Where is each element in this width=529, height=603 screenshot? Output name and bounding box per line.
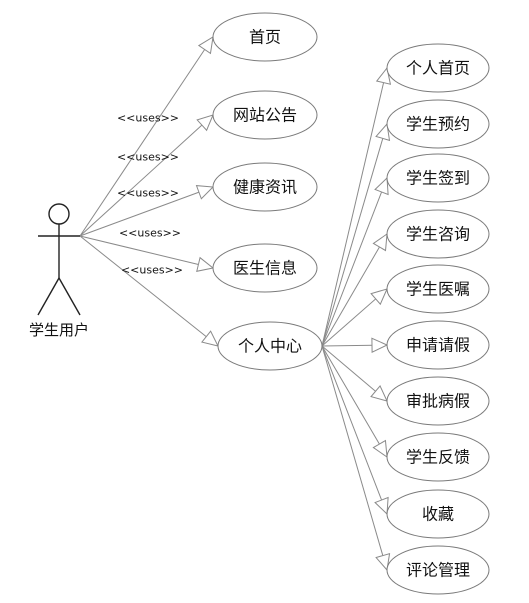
- include-edge-10-arrowhead: [375, 552, 391, 572]
- uses-edge-4-arrowhead: [196, 256, 215, 272]
- use-case-primary-3: 健康资讯: [212, 162, 318, 212]
- use-case-primary-5-ellipse: [217, 321, 323, 371]
- uses-edge-4: [79, 235, 214, 269]
- include-edge-1-arrowhead: [375, 66, 392, 85]
- uses-edge-1: [79, 36, 214, 237]
- use-case-personal-5-label: 学生医嘱: [406, 280, 470, 299]
- uses-edge-3-arrowhead: [195, 185, 215, 200]
- use-case-personal-6-ellipse: [386, 320, 490, 370]
- use-case-primary-5-label: 个人中心: [238, 337, 302, 356]
- use-case-personal-1-ellipse: [386, 43, 490, 93]
- use-case-personal-9-ellipse: [386, 489, 490, 539]
- uses-edge-5-arrowhead: [201, 330, 219, 347]
- use-case-personal-8: 学生反馈: [386, 432, 490, 482]
- use-case-primary-4-ellipse: [212, 243, 318, 293]
- include-edge-3-arrowhead: [374, 176, 389, 196]
- uses-stereotype: <<uses>>: [121, 264, 183, 277]
- use-case-personal-4: 学生咨询: [386, 209, 490, 259]
- uses-stereotype: <<uses>>: [117, 187, 179, 200]
- use-case-personal-3: 学生签到: [386, 153, 490, 203]
- use-case-personal-8-label: 学生反馈: [406, 448, 470, 467]
- uses-stereotype: <<uses>>: [119, 227, 181, 240]
- edge-layer: [79, 36, 392, 572]
- use-case-personal-7: 审批病假: [386, 376, 490, 426]
- use-case-personal-5: 学生医嘱: [386, 264, 490, 314]
- use-case-personal-1: 个人首页: [386, 43, 490, 93]
- use-case-personal-2-label: 学生预约: [406, 115, 470, 134]
- use-case-personal-10-label: 评论管理: [406, 561, 470, 580]
- use-case-personal-7-label: 审批病假: [406, 392, 470, 411]
- uses-edge-3: [79, 186, 214, 237]
- use-case-primary-1-ellipse: [212, 12, 318, 62]
- include-edge-9: [321, 345, 388, 515]
- use-case-primary-4-label: 医生信息: [233, 259, 297, 278]
- stereotype-layer: <<uses>> <<uses>> <<uses>> <<uses>> <<uses>>: [117, 112, 183, 277]
- use-case-primary-1-label: 首页: [249, 28, 281, 47]
- include-edge-4: [321, 233, 388, 347]
- use-case-primary-1: 首页: [212, 12, 318, 62]
- uses-edge-2: [79, 114, 214, 237]
- use-case-personal-9-label: 收藏: [422, 505, 454, 524]
- use-case-primary-3-label: 健康资讯: [233, 178, 297, 197]
- uses-edge-2-arrowhead: [196, 114, 214, 132]
- include-edge-4-arrowhead: [372, 232, 388, 252]
- student-actor: 学生用户: [29, 203, 89, 339]
- use-case-primary-2: 网站公告: [212, 90, 318, 140]
- uses-edge-5: [79, 235, 219, 347]
- use-case-personal-4-ellipse: [386, 209, 490, 259]
- use-case-personal-10: 评论管理: [386, 545, 490, 595]
- use-case-primary-2-label: 网站公告: [233, 106, 297, 125]
- include-edge-6-arrowhead: [371, 337, 389, 354]
- include-edge-5-arrowhead: [370, 288, 388, 306]
- use-case-personal-7-ellipse: [386, 376, 490, 426]
- use-case-personal-2-ellipse: [386, 99, 490, 149]
- include-edge-9-arrowhead: [374, 496, 389, 516]
- include-edge-8-arrowhead: [372, 439, 388, 459]
- use-case-personal-9: 收藏: [386, 489, 490, 539]
- actor-label: 学生用户: [29, 321, 89, 339]
- actor-right-leg: [58, 277, 81, 316]
- use-case-personal-3-label: 学生签到: [406, 169, 470, 188]
- actor-head: [48, 203, 70, 225]
- uses-edge-1-arrowhead: [197, 36, 214, 55]
- use-case-personal-1-label: 个人首页: [406, 59, 470, 78]
- use-case-personal-5-ellipse: [386, 264, 490, 314]
- include-edge-2-arrowhead: [375, 122, 391, 142]
- use-case-personal-6: 申请请假: [386, 320, 490, 370]
- uses-stereotype: <<uses>>: [117, 112, 179, 125]
- include-edge-2: [321, 123, 388, 347]
- include-edge-3: [321, 177, 388, 347]
- use-case-personal-10-ellipse: [386, 545, 490, 595]
- include-edge-7-arrowhead: [370, 385, 388, 402]
- use-case-personal-6-label: 申请请假: [406, 336, 470, 355]
- use-case-personal-2: 学生预约: [386, 99, 490, 149]
- include-edge-10: [321, 345, 388, 571]
- actor-left-leg: [37, 277, 60, 316]
- uses-stereotype: <<uses>>: [117, 151, 179, 164]
- use-case-primary-2-ellipse: [212, 90, 318, 140]
- use-case-personal-4-label: 学生咨询: [406, 225, 470, 244]
- use-case-personal-8-ellipse: [386, 432, 490, 482]
- include-edge-1: [321, 67, 388, 347]
- use-case-personal-3-ellipse: [386, 153, 490, 203]
- use-case-primary-3-ellipse: [212, 162, 318, 212]
- use-case-primary-5: 个人中心: [217, 321, 323, 371]
- include-edge-8: [321, 345, 388, 458]
- use-case-primary-4: 医生信息: [212, 243, 318, 293]
